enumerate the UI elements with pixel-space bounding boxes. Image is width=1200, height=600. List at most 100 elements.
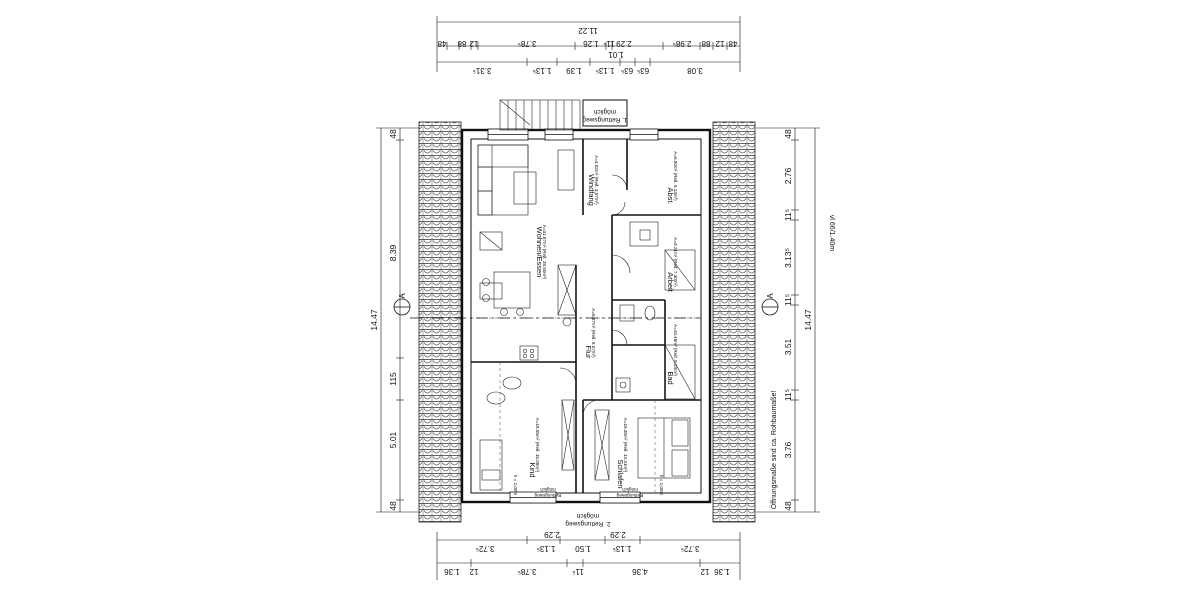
dim-label: 1.39 — [566, 66, 582, 75]
roof-tiles-left — [418, 121, 462, 523]
dim-label: 115 — [388, 372, 398, 386]
dim-label: 48 — [388, 501, 398, 511]
escape-route-2: 2. Rettungsweg möglich — [565, 512, 611, 527]
room-name: Bad — [666, 371, 675, 384]
dim-label: 3.51 — [783, 338, 793, 355]
room-schlafen: Schlafen A=16.38m² (Reif. 14.31m²) — [616, 418, 628, 489]
dim-left-overall: 14.47 — [369, 309, 379, 331]
dim-label: 1.13⁵ — [537, 544, 556, 553]
dimension-lines — [376, 16, 820, 580]
dim-label: 3.13⁵ — [783, 248, 793, 268]
room-name: Flur — [584, 346, 593, 359]
dim-label: 1.36 — [714, 567, 730, 576]
room-area: A=16.38m² (Reif. 14.31m²) — [623, 418, 628, 473]
dimension-ticks — [396, 42, 799, 567]
window-label: möglich — [622, 487, 638, 492]
dim-label: 48 — [783, 501, 793, 511]
dim-label: 3.72⁵ — [476, 544, 495, 553]
room-area: A=31.87m² (Reif. 28.60m²) — [542, 225, 547, 280]
dim-label: 2.29 — [610, 530, 626, 539]
dim-label: 12 — [469, 39, 478, 48]
room-name: Windfang — [587, 174, 596, 206]
escape-route-1-line1: 1. Rettungsweg — [582, 116, 628, 123]
room-name: Abst. — [666, 187, 675, 204]
dim-label: 3.08 — [687, 66, 703, 75]
escape-route-2-line1: 2. Rettungsweg — [565, 520, 611, 527]
dim-label: 11⁵ — [783, 209, 793, 221]
dim-right-segments: 48 2.76 11⁵ 3.13⁵ 11⁵ 3.51 11⁵ 3.76 48 — [783, 129, 793, 511]
section-label-left: A — [398, 293, 407, 299]
room-arbeit: Arbeit A=9.21m² (Reif. 7.30m²) — [666, 237, 678, 292]
room-wohnen-essen: Wohnen/Essen A=31.87m² (Reif. 28.60m²) — [535, 225, 547, 280]
dim-label: 3.72⁵ — [681, 544, 700, 553]
dim-bottom-row1: 3.72⁵ 1.13⁵ 1.50 1.13⁵ 3.72⁵ 2.29 2.29 — [476, 530, 700, 553]
room-kind: Kind A=18.85m² (Reif. 16.08m²) — [528, 418, 540, 478]
windows — [487, 128, 659, 504]
dim-label: 1.36 — [444, 567, 460, 576]
roof-tiles-right — [712, 121, 756, 523]
dim-label: 2.29 — [616, 39, 632, 48]
escape-route-1-box — [582, 99, 628, 127]
room-name: Schlafen — [616, 459, 625, 488]
room-name: Wohnen/Essen — [535, 227, 544, 278]
interior-walls — [471, 139, 701, 493]
dim-label: 48 — [437, 39, 446, 48]
dim-label: 2.76 — [783, 167, 793, 184]
dim-label: 12 — [469, 567, 478, 576]
escape-route-1: 1. Rettungsweg möglich — [582, 108, 628, 123]
room-area: A=4.82m² (Reif. 3.57m²) — [594, 155, 599, 205]
dim-label: 3.31⁵ — [473, 66, 492, 75]
dim-label: 8.39 — [388, 244, 398, 261]
furniture — [477, 99, 696, 491]
dim-top-row1: 48 88 12 3.78⁵ 1.26 11⁵ 2.29 1.01 2.98⁵ … — [437, 39, 737, 59]
height-note: h = 2,00m — [513, 475, 518, 496]
height-notes: h = 2,00m h = 2,00m — [513, 475, 664, 496]
dim-label: 63⁵ — [621, 66, 633, 75]
room-name: Kind — [528, 462, 537, 477]
room-area: A=18.85m² (Reif. 16.08m²) — [535, 418, 540, 473]
window-escape-labels: Rettungsweg möglich Rettungsweg möglich — [534, 487, 643, 498]
dim-label: 11⁵ — [783, 389, 793, 401]
room-area: A=8.87m² (Reif. 8.67m²) — [591, 308, 596, 358]
dim-label: 48 — [728, 39, 737, 48]
opening-dimensions-note: Öffnungsmaße sind ca. Rohbaumaße! — [770, 391, 778, 510]
dim-label: 3.78⁵ — [518, 39, 537, 48]
outer-walls — [460, 128, 712, 504]
dim-label: 4.36 — [632, 567, 648, 576]
dim-label: 1.26 — [583, 39, 599, 48]
window-label: Rettungsweg — [534, 493, 561, 498]
dim-label: 88 — [457, 39, 466, 48]
section-marker-right — [761, 298, 779, 316]
dim-label: 2.29 — [544, 530, 560, 539]
dim-label: 88 — [701, 39, 710, 48]
dim-label: 63⁵ — [637, 66, 649, 75]
dim-label: 5.01 — [388, 431, 398, 448]
window-label: möglich — [540, 487, 556, 492]
dim-label: 1.50 — [575, 544, 591, 553]
dim-label: 1.13⁵ — [613, 544, 632, 553]
room-abst: Abst. A=6.80m² (Reif. 5.13m²) — [666, 151, 678, 204]
room-bad: Bad A=10.48m² (Reif. 8.23m²) — [666, 324, 678, 385]
dim-label: 48 — [783, 129, 793, 139]
room-name: Arbeit — [666, 272, 675, 293]
dim-label: 12 — [715, 39, 724, 48]
dim-label: 3.76 — [783, 441, 793, 458]
room-area: A=10.48m² (Reif. 8.23m²) — [673, 324, 678, 376]
section-label-right: A — [766, 293, 775, 299]
section-marker-left — [393, 298, 700, 319]
dim-right-overall: 14.47 — [803, 309, 813, 331]
dim-top-overall: 11.22 — [578, 26, 598, 35]
dim-bottom-row2: 1.36 12 3.78⁵ 11⁵ 4.36 12 1.36 — [444, 567, 730, 576]
dim-label: 1.01 — [608, 50, 624, 59]
height-note: h = 2,00m — [659, 475, 664, 496]
dim-label: 1.13⁵ — [596, 66, 615, 75]
dim-label: 48 — [388, 129, 398, 139]
slope-lines — [471, 317, 701, 493]
dim-label: 11⁵ — [783, 294, 793, 306]
dim-label: 12 — [700, 567, 709, 576]
dim-top-row2: 3.31⁵ 1.13⁵ 1.39 1.13⁵ 63⁵ 63⁵ 3.08 — [473, 66, 703, 75]
room-windfang: Windfang A=4.82m² (Reif. 3.57m²) — [587, 155, 599, 206]
dim-label: 1.13⁵ — [533, 66, 552, 75]
dim-left-segments: 48 8.39 115 5.01 48 — [388, 129, 398, 511]
